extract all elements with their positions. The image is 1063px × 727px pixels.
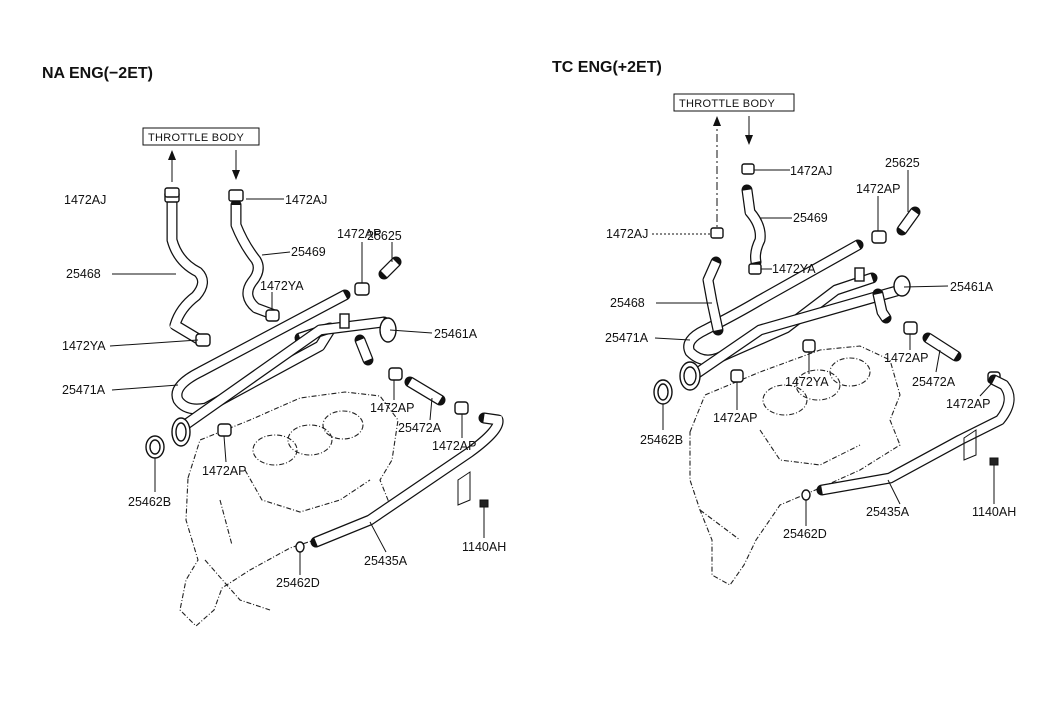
label-25435a-left: 25435A [364,554,408,568]
pipe-25435a-left [310,412,504,548]
clamp-1472aj-top-part [741,163,755,175]
label-1472aj-top-right: 1472AJ [790,164,832,178]
hose-25472a-right [922,332,962,362]
label-25469-right: 25469 [793,211,828,225]
clamp-1472ya-mid-part [265,309,280,322]
hose-25625-right [896,206,921,236]
gasket-25462b-left [145,435,165,459]
clamp-1472aj-left-part [164,187,180,198]
clamp-1472ap-top-part [354,282,370,296]
label-25471a-right: 25471A [605,331,649,345]
label-25472a-right: 25472A [912,375,956,389]
label-1472ap-left-right: 1472AP [713,411,757,425]
pipe-25435a-right [816,374,1015,496]
label-1472aj-left: 1472AJ [64,193,106,207]
label-25625-left: 25625 [367,229,402,243]
throttle-body-label-right: THROTTLE BODY [679,98,776,110]
hose-25469-right [741,163,766,275]
leader-lines-left [109,198,485,575]
throttle-body-box-left [142,127,260,146]
label-25461a-left: 25461A [434,327,478,341]
bolt-1140ah-right [989,457,999,478]
label-25468-right: 25468 [610,296,645,310]
label-25462b-right: 25462B [640,433,683,447]
label-1472ap-top-right: 1472AP [856,182,900,196]
na-engine-panel: NA ENG(−2ET) THROTTLE BODY [42,65,506,627]
clamp-1472ap-top-right-part [871,230,887,244]
label-25462d-left: 25462D [276,576,320,590]
engine-block-right [689,345,901,586]
label-25625-right: 25625 [885,156,920,170]
pipe-25461a-left [171,313,397,447]
clamp-1472aj-right-part [228,189,244,202]
na-engine-title: NA ENG(−2ET) [42,65,153,82]
clamp-1472ap-left-right-part [730,369,744,383]
tc-engine-panel: TC ENG(+2ET) THROTTLE BODY [552,59,1016,586]
label-1472ap-top-left: 1472AP [337,227,381,241]
label-1472ya-bottom-right: 1472YA [785,375,829,389]
clamp-1472ya-top-part [748,263,762,275]
gasket-25462b-right [653,379,673,405]
label-25471a-left: 25471A [62,383,106,397]
clamp-1472ap-right-part [454,401,469,415]
engine-block-left [179,391,399,627]
label-1472aj-left-right: 1472AJ [606,227,648,241]
bolt-1140ah-left [479,499,489,520]
throttle-arrows-left [168,150,240,182]
throttle-body-label-left: THROTTLE BODY [148,132,245,144]
label-25468-left: 25468 [66,267,101,281]
clamp-1472ap-mid-part [388,367,403,381]
plug-25462d-right [801,489,811,501]
label-25472a-left: 25472A [398,421,442,435]
label-1472ap-bottom-left: 1472AP [202,464,246,478]
label-1472ya-mid-left: 1472YA [260,279,304,293]
throttle-arrows-right [713,116,753,228]
label-1140ah-left: 1140AH [462,540,506,554]
clamp-1472ap-bottom-part [217,423,232,437]
label-1472ya-left: 1472YA [62,339,106,353]
label-25462b-left: 25462B [128,495,171,509]
clamp-1472ap-mid-right-part [903,321,918,335]
hose-25468-right [702,227,724,336]
label-1472ya-top-right: 1472YA [772,262,816,276]
hose-25468-left [164,191,211,347]
leader-lines-right [652,169,995,526]
tc-engine-title: TC ENG(+2ET) [552,59,662,76]
label-1472aj-right: 1472AJ [285,193,327,207]
label-25462d-right: 25462D [783,527,827,541]
clamp-1472ya-bottom-part [802,339,816,353]
hose-25625-left [378,256,402,280]
plug-25462d-left [295,541,305,553]
hose-25472a-left [404,376,446,406]
label-25469-left: 25469 [291,245,326,259]
clamp-1472ya-left-part [195,333,211,347]
clamp-1472aj-left-right-part [710,227,724,239]
label-1472ap-right-left: 1472AP [432,439,476,453]
pipe-25461a-right [679,267,911,391]
label-1472ap-right-right: 1472AP [946,397,990,411]
label-25435a-right: 25435A [866,505,910,519]
label-1472ap-mid-right: 1472AP [884,351,928,365]
label-1472ap-mid-left: 1472AP [370,401,414,415]
hose-25469-left [228,189,280,322]
label-1140ah-right: 1140AH [972,505,1016,519]
throttle-body-box-right [673,93,795,112]
label-25461a-right: 25461A [950,280,994,294]
